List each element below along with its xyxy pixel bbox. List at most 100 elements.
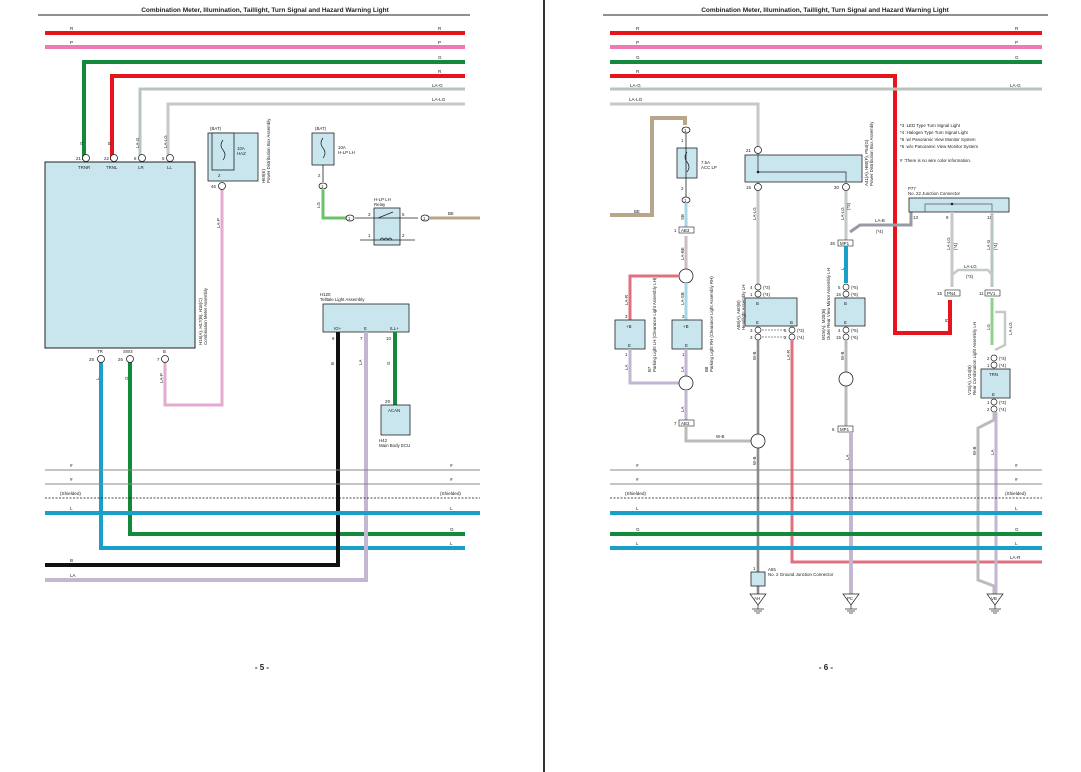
relay-switch-icon [377,211,394,219]
diagram-label: (*4) [999,407,1007,412]
diagram-circle [842,333,850,341]
diagram-label: HAZ [237,151,246,156]
diagram-label: R [636,69,640,74]
diagram-label: (*5) [851,328,859,333]
diagram-label: 9 [946,215,949,220]
wire-la-lg [166,102,465,160]
ground-junction-a55: 1 A55 No. 2 Ground Junction Connector [750,566,834,587]
combination-meter-top-pins: 21 22 6 5 TRNR TRNL LR LL G R LA-G LA-LG [76,135,174,170]
diagram-label: *6 :w/o Panoramic View Monitor System [900,144,978,149]
diagram-label: G [1015,55,1019,60]
wire-label: P [70,40,73,45]
diagram-rect [750,571,766,587]
diagram-label: VB [991,596,997,601]
diagram-rect [380,404,411,436]
diagram-label: 46 [211,184,216,189]
diagram-circle [166,154,174,162]
diagram-label: W-B [752,351,757,360]
wire-label: LA-LG [432,97,446,102]
diagram-label: 1 [987,363,990,368]
diagram-label: Power Distribution Box Assembly [869,121,874,186]
telltale-light-assembly: H120 Telltale Light Assembly IG+ E ILL+ … [320,292,410,365]
diagram-label: 9 [332,336,335,341]
diagram-label: LA-R [1010,555,1021,560]
diagram-label: B [330,362,335,365]
diagram-label: 3 [750,335,753,340]
diagram-label: LA-LG [752,207,757,220]
diagram-label: LA-LG [964,264,977,269]
diagram-rect [980,368,1011,399]
wire-label: R [70,26,74,31]
diagram-label: 2 [987,356,990,361]
diagram-label: LA-LG [840,207,845,220]
main-body-ecu: 29 ACAN H42 Main Body ECU [379,399,411,448]
diagram-label: LA-B [875,218,885,223]
splice-point [838,371,854,387]
diagram-polyline [951,268,993,276]
combination-meter-bottom-pins: TR SW3 B 28 26 7 L G LA-P [89,349,169,383]
diagram-label: 10A [237,146,245,151]
diagram-label: TR [97,349,103,354]
wiring-diagram-page-6: Combination Meter, Illumination, Taillig… [603,7,1048,672]
diagram-label: LA [845,455,850,460]
diagram-label: AB3 [681,228,690,233]
diagram-label: *3 :LED Type Turn Signal Light [900,123,961,128]
diagram-label: W-B [840,351,845,360]
diagram-label: SB [680,214,685,220]
diagram-label: E [844,320,847,325]
diagram-label: (*4) [797,335,805,340]
diagram-label: LA-G [630,83,641,88]
diagram-label: E [628,343,631,348]
diagram-rect [322,303,410,333]
diagram-label: Parking Light RH (Clearance Light Assemb… [709,276,714,372]
diagram-label: 3 [368,212,371,217]
diagram-label: LA-LG [1008,322,1013,335]
diagram-label: LA-LG [629,97,643,102]
ground-pc: PC [842,593,860,614]
diagram-circle [842,183,850,191]
diagram-label: Outer Rear View Mirror Assembly LH [826,268,831,340]
diagram-label: Telltale Light Assembly [320,297,365,302]
diagram-label: 21 [76,156,81,161]
diagram-polyline [924,203,993,212]
diagram-label: E [756,320,759,325]
diagram-circle [754,326,762,334]
diagram-circle [756,170,760,174]
diagram-label: TRN [989,372,998,377]
diagram-label: LA-P [159,373,164,383]
diagram-label: Main Body ECU [379,443,410,448]
wire-label: R [438,69,442,74]
wire-r-2 [110,74,465,160]
diagram-label: G [636,527,640,532]
ground-icon [986,593,1004,606]
diagram-label: 10A [338,145,346,150]
diagram-rect [984,289,1001,297]
outer-mirror-assembly-lh: 5 16 (*5) (*6) B E 4 15 (*5) (*6) M19(A)… [821,268,866,341]
diagram-circle [754,283,762,291]
diagram-circle [97,355,105,363]
rear-combination-light-lh: 2 1 (*3) (*4) TRN E 1 2 (*3) (*4) V15(A)… [967,322,1011,413]
diagram-label: LA-BE [680,247,685,260]
diagram-label: (*3) [797,328,805,333]
diagram-rect [211,132,235,171]
diagram-label: L [1015,541,1018,546]
wire-g-sw3 [128,356,465,536]
diagram-label: *4 :Halogen Type Turn Signal Light [900,130,969,135]
ground-vb: VB [986,593,1004,614]
diagram-label: 1 [625,352,628,357]
diagram-circle [788,326,796,334]
diagram-circle [950,202,954,206]
diagram-label: BE [448,211,454,216]
diagram-label: (*3) [999,400,1007,405]
diagram-label: 15 [937,291,942,296]
diagram-label: 2 [681,186,684,191]
diagram-label: LR [138,165,144,170]
diagram-label: B [790,320,793,325]
diagram-label: LA-G [135,137,140,148]
diagram-label: H-LP LH [374,197,391,202]
diagram-label: 1 [368,233,371,238]
diagram-label: +B [683,324,689,329]
page-number: - 6 - [819,663,834,672]
diagram-rect [744,297,798,327]
diagram-label: 5 [402,212,405,217]
